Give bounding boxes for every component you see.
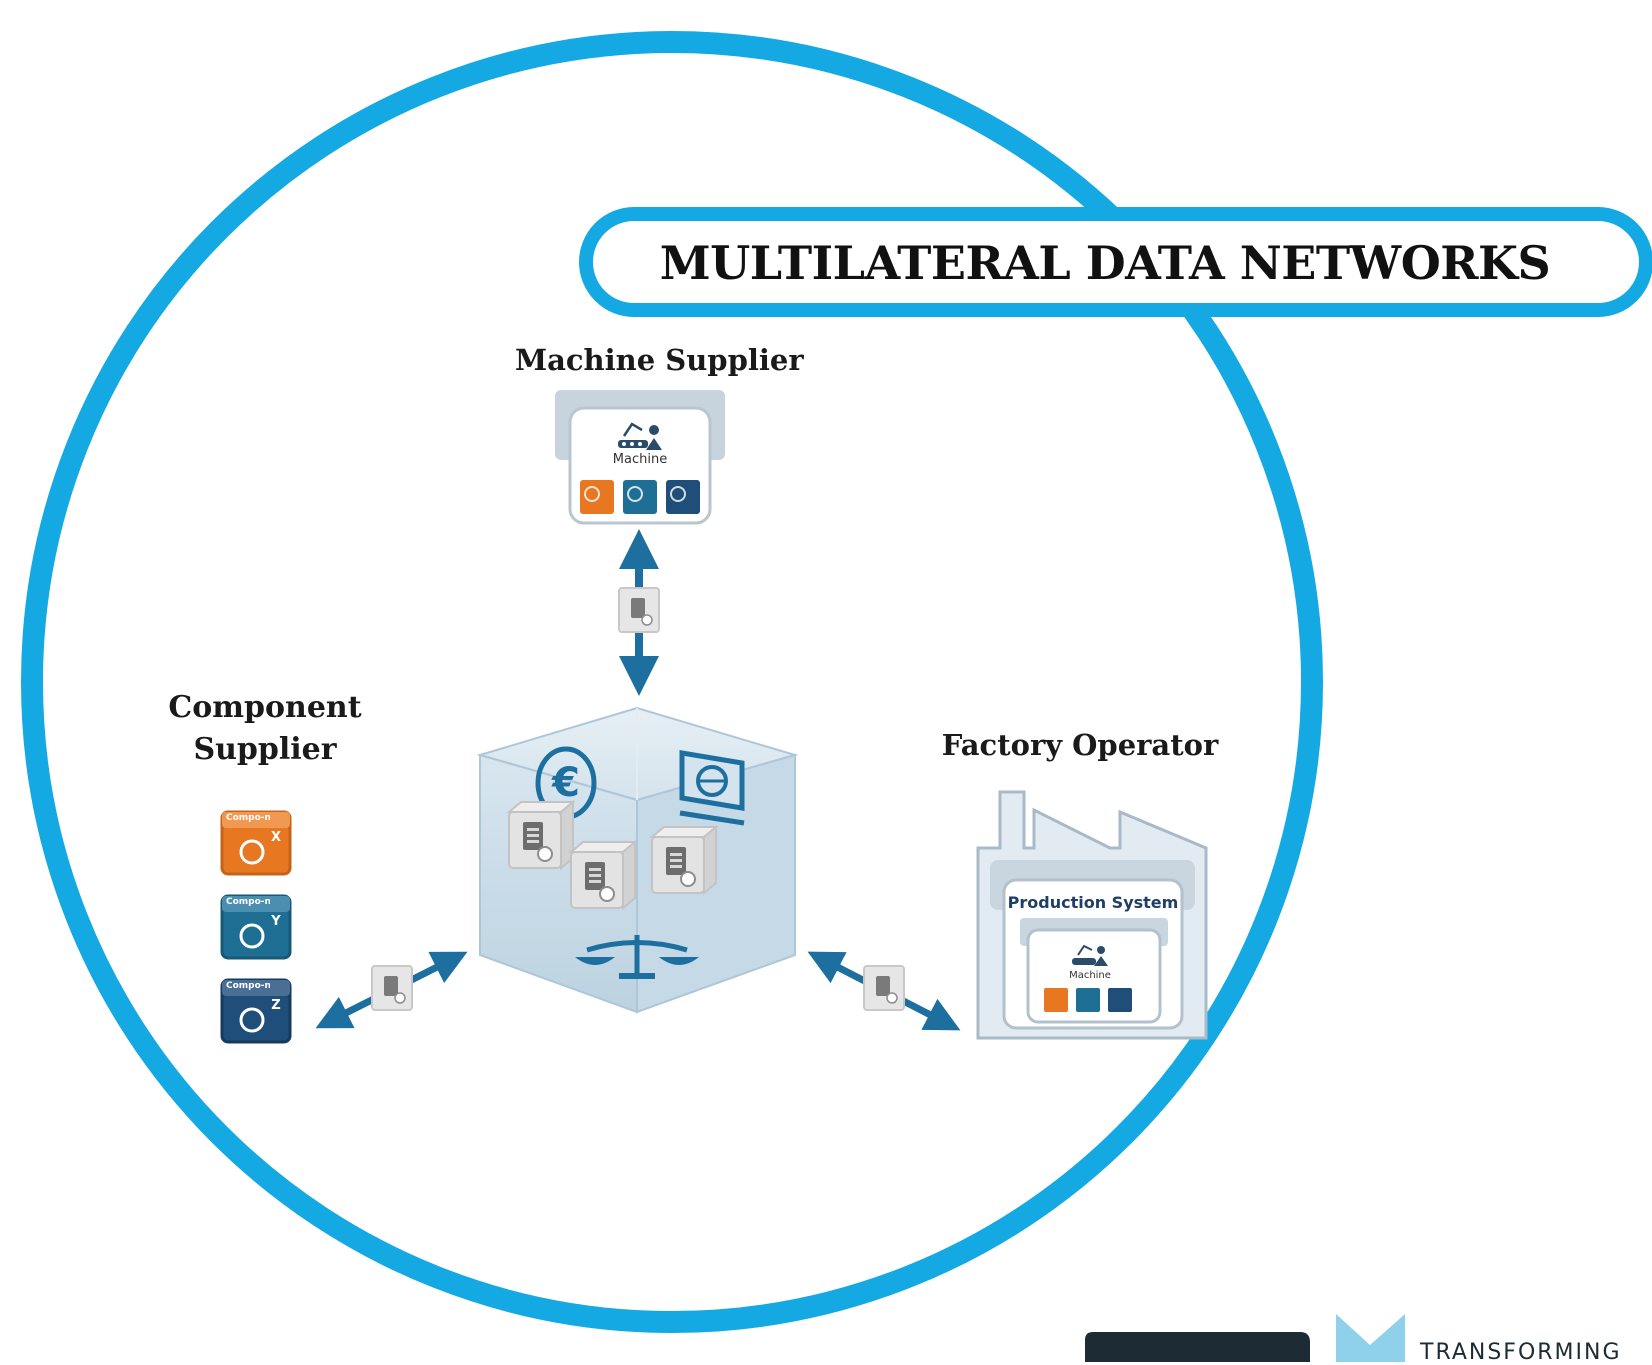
component-y-letter: Y: [271, 914, 281, 929]
component-y-chip: [220, 894, 292, 960]
component-y-caption: Compo-nent: [226, 897, 270, 907]
document-icon-left: [371, 965, 413, 1011]
scale-icon: [575, 935, 699, 979]
component-supplier-label-line1: Component: [168, 690, 362, 725]
factory-machine-caption: Machine: [1069, 970, 1111, 981]
title-pill: [579, 207, 1652, 317]
logo-tagline: TRANSFORMING: [1420, 1340, 1622, 1365]
component-z-letter: Z: [271, 998, 281, 1013]
company-logo: [1085, 1314, 1405, 1362]
machine-caption: Machine: [612, 452, 668, 467]
globe-screen-icon: [679, 750, 745, 826]
component-x-letter: X: [270, 830, 282, 845]
euro-symbol: €: [552, 760, 580, 806]
machine-icon: [618, 422, 662, 450]
diagram-title: MULTILATERAL DATA NETWORKS: [659, 236, 1551, 290]
factory-icon: [976, 790, 1208, 1040]
machine-supplier-label: Machine Supplier: [515, 343, 804, 377]
factory-operator-label: Factory Operator: [941, 728, 1219, 762]
document-icon: [618, 587, 660, 633]
document-icon-right: [863, 965, 905, 1011]
network-ring: [21, 31, 1323, 1333]
component-x-caption: Compo-nent: [226, 813, 270, 823]
production-system-caption: Production System: [1007, 893, 1179, 912]
component-supplier-label-line2: Supplier: [193, 732, 337, 767]
component-z-chip: [220, 978, 292, 1044]
machine-supplier-card: [555, 390, 725, 525]
component-x-chip: [220, 810, 292, 876]
component-z-caption: Compo-nent: [226, 981, 270, 991]
